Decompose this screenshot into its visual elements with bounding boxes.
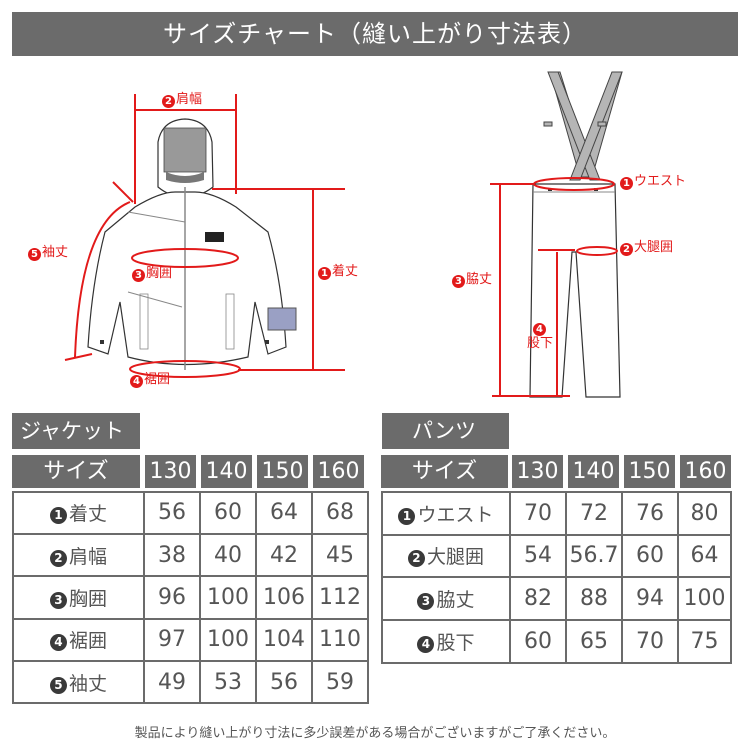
cell: 38	[143, 532, 201, 578]
cell: 68	[311, 493, 367, 535]
cell: 100	[199, 575, 257, 620]
cell: 106	[255, 575, 313, 620]
jacket-illustration	[64, 94, 345, 378]
cell: 65	[565, 619, 623, 662]
cell: 80	[677, 493, 730, 536]
jacket-size-header: サイズ	[12, 455, 140, 488]
cell: 100	[199, 617, 257, 663]
jacket-size-160: 160	[313, 455, 364, 488]
cell: 70	[621, 619, 679, 662]
cell: 96	[143, 575, 201, 620]
page-title: サイズチャート（縫い上がり寸法表）	[12, 12, 738, 56]
cell: 54	[509, 533, 567, 579]
cell: 112	[311, 575, 367, 620]
cell: 104	[255, 617, 313, 663]
cell: 60	[199, 493, 257, 535]
cell: 110	[311, 617, 367, 663]
cell: 64	[677, 533, 730, 579]
pants-size-header: サイズ	[381, 455, 508, 488]
cell: 70	[509, 493, 567, 536]
cell: 49	[143, 660, 201, 702]
pants-size-130: 130	[512, 455, 563, 488]
cell: 56	[143, 493, 201, 535]
jacket-section-label: ジャケット	[12, 413, 140, 449]
pants-section-label: パンツ	[382, 413, 509, 449]
cell: 42	[255, 532, 313, 578]
jacket-size-130: 130	[145, 455, 196, 488]
cell: 56	[255, 660, 313, 702]
jacket-size-150: 150	[257, 455, 308, 488]
pants-size-140: 140	[568, 455, 619, 488]
pants-size-150: 150	[624, 455, 675, 488]
pants-illustration	[490, 71, 623, 398]
cell: 64	[255, 493, 313, 535]
cell: 60	[621, 533, 679, 579]
cell: 72	[565, 493, 623, 536]
cell: 40	[199, 532, 257, 578]
cell: 75	[677, 619, 730, 662]
cell: 60	[509, 619, 567, 662]
cell: 94	[621, 576, 679, 622]
cell: 82	[509, 576, 567, 622]
cell: 97	[143, 617, 201, 663]
cell: 56.7	[565, 533, 623, 579]
cell: 76	[621, 493, 679, 536]
pants-size-160: 160	[680, 455, 731, 488]
cell: 59	[311, 660, 367, 702]
footnote: 製品により縫い上がり寸法に多少誤差がある場合がございますがご了承ください。	[134, 726, 616, 741]
cell: 88	[565, 576, 623, 622]
jacket-size-140: 140	[201, 455, 252, 488]
cell: 53	[199, 660, 257, 702]
cell: 45	[311, 532, 367, 578]
cell: 100	[677, 576, 730, 622]
